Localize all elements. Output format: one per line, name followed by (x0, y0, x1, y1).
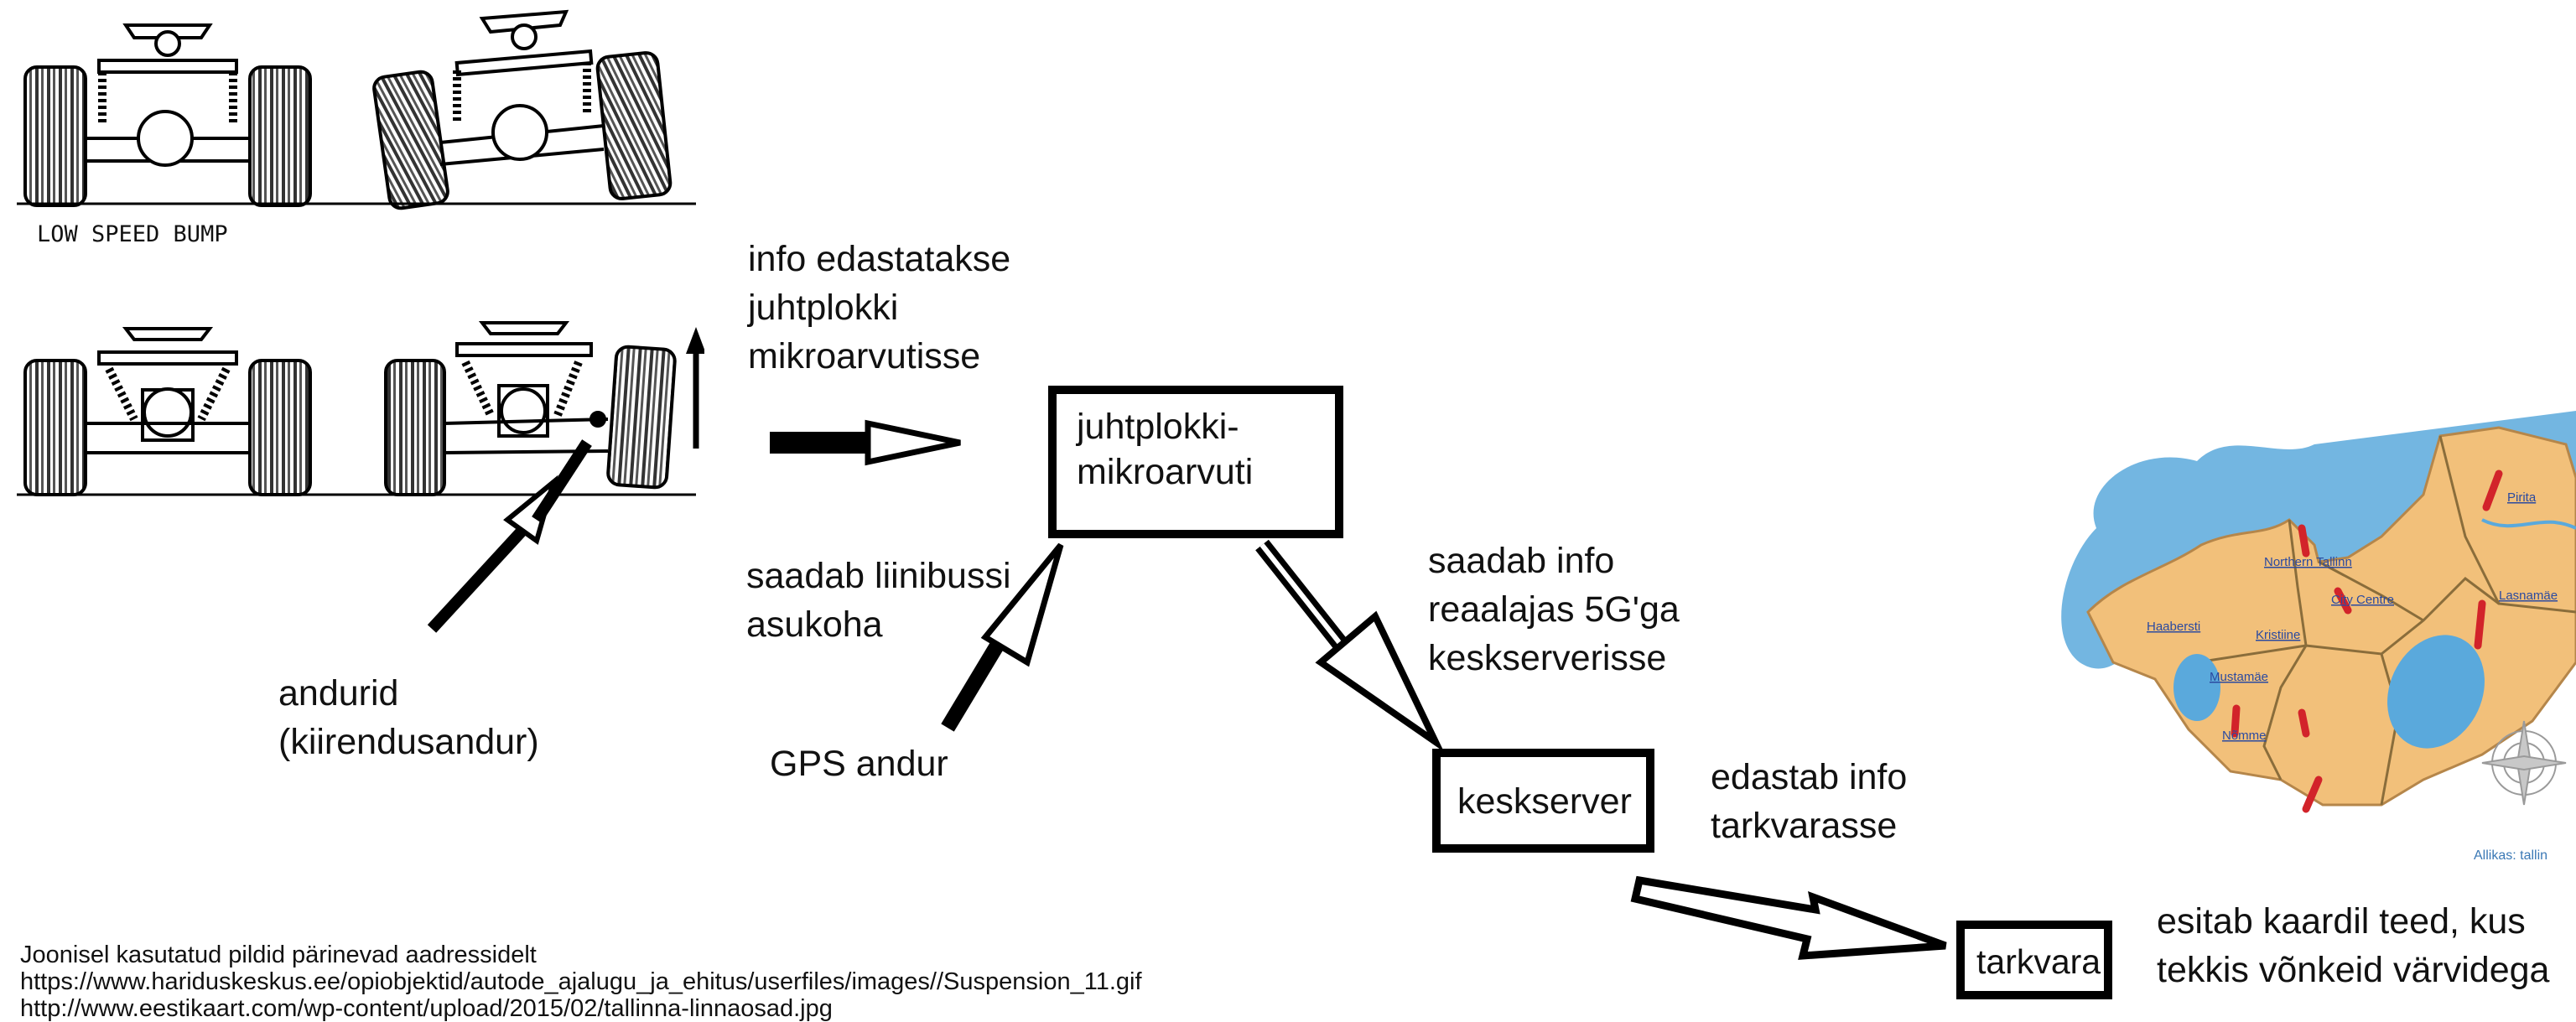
box-keskserver: keskserver (1432, 749, 1654, 853)
label-gps-andur: GPS andur (770, 744, 948, 784)
district-kristiine: Kristiine (2256, 628, 2300, 642)
district-city-centre: City Centre (2331, 593, 2394, 607)
arrow-gps-to-juhtplokki (941, 542, 1064, 732)
label-edastab-info: edastab info tarkvarasse (1711, 757, 1908, 846)
district-pirita: Pirita (2507, 490, 2537, 505)
tallinn-map: Pirita Northern Tallinn City Centre Lasn… (2061, 411, 2576, 863)
district-mustamae: Mustamäe (2210, 670, 2268, 684)
arrow-andurid-to-car (427, 439, 592, 633)
district-northern-tallinn: Northern Tallinn (2264, 555, 2352, 569)
label-saadab-info: saadab info reaalajas 5G'ga keskserveris… (1428, 541, 1680, 678)
box-juhtplokki-mikroarvuti: juhtplokki- mikroarvuti (1048, 386, 1343, 538)
up-arrow-icon (686, 327, 704, 449)
low-speed-bump-label: LOW SPEED BUMP (37, 221, 228, 247)
source-url-map: http://www.eestikaart.com/wp-content/upl… (20, 995, 833, 1022)
district-lasnamae: Lasnamäe (2499, 589, 2558, 603)
arrow-keskserver-to-tarkvara (1630, 875, 1947, 960)
label-saadab-liinibussi: saadab liinibussi asukoha (746, 556, 1011, 645)
vibration-roads (2231, 469, 2503, 813)
box-tarkvara: tarkvara (1956, 921, 2112, 999)
district-haabersti: Haabersti (2147, 620, 2200, 634)
car-level-top-left (23, 23, 312, 207)
lake-harku (2174, 654, 2220, 721)
label-info-edastatakse: info edastatakse juhtplokki mikroarvutis… (748, 239, 1011, 376)
suspension-illustration: LOW SPEED BUMP (17, 9, 704, 496)
sources-heading: Joonisel kasutatud pildid pärinevad aadr… (20, 942, 537, 968)
lake-ulemiste (2387, 635, 2485, 749)
arrow-to-juhtplokki (770, 419, 961, 466)
district-nomme: Nõmme (2222, 729, 2267, 743)
label-esitab-kaardil: esitab kaardil teed, kus tekkis võnkeid … (2157, 901, 2550, 990)
car-level-bottom-left (23, 327, 312, 496)
map-credit: Allikas: tallin (2474, 848, 2547, 863)
label-andurid: andurid (kiirendusandur) (278, 673, 539, 762)
compass-rose-icon (2481, 720, 2567, 806)
source-url-suspension: https://www.hariduskeskus.ee/opiobjektid… (20, 968, 1142, 995)
arrow-juhtplokki-to-keskserver (1255, 539, 1445, 752)
car-tilt-top-right (372, 9, 673, 210)
